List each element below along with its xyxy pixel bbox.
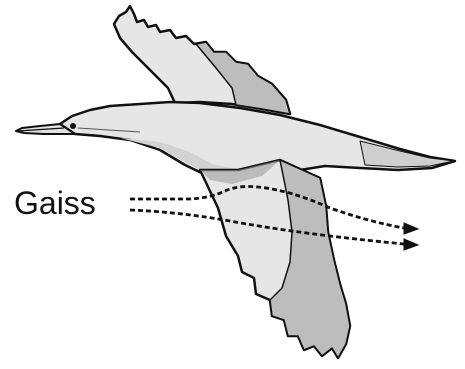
tail-shade [360, 141, 454, 167]
airflow-arrowhead-lower [404, 239, 418, 250]
diagram-label: Gaiss [14, 185, 96, 221]
eye [70, 123, 76, 129]
upper-wing [114, 6, 290, 114]
airflow-arrowhead-upper [404, 223, 418, 234]
